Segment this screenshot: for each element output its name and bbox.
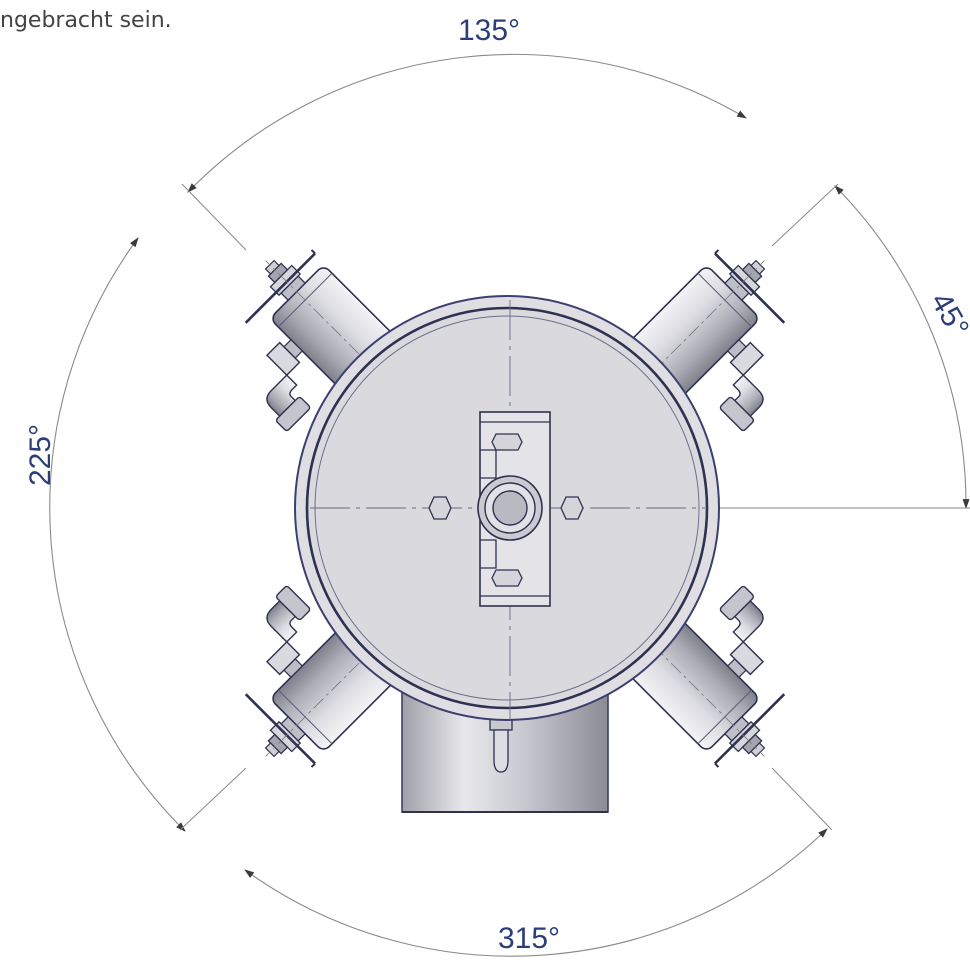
angle-label-45: 45° (924, 287, 970, 343)
arc-225 (49, 237, 186, 832)
angle-label-315: 315° (498, 922, 560, 955)
arc-135 (187, 53, 747, 193)
angle-label-135: 135° (458, 14, 520, 47)
arc-315 (244, 828, 828, 957)
arc-45 (834, 185, 970, 509)
center-plate (428, 411, 584, 607)
dimension-arcs (49, 53, 970, 957)
intro-text: ngebracht sein. (0, 8, 172, 33)
extension-lines (179, 183, 970, 831)
angle-label-225: 225° (24, 424, 57, 486)
